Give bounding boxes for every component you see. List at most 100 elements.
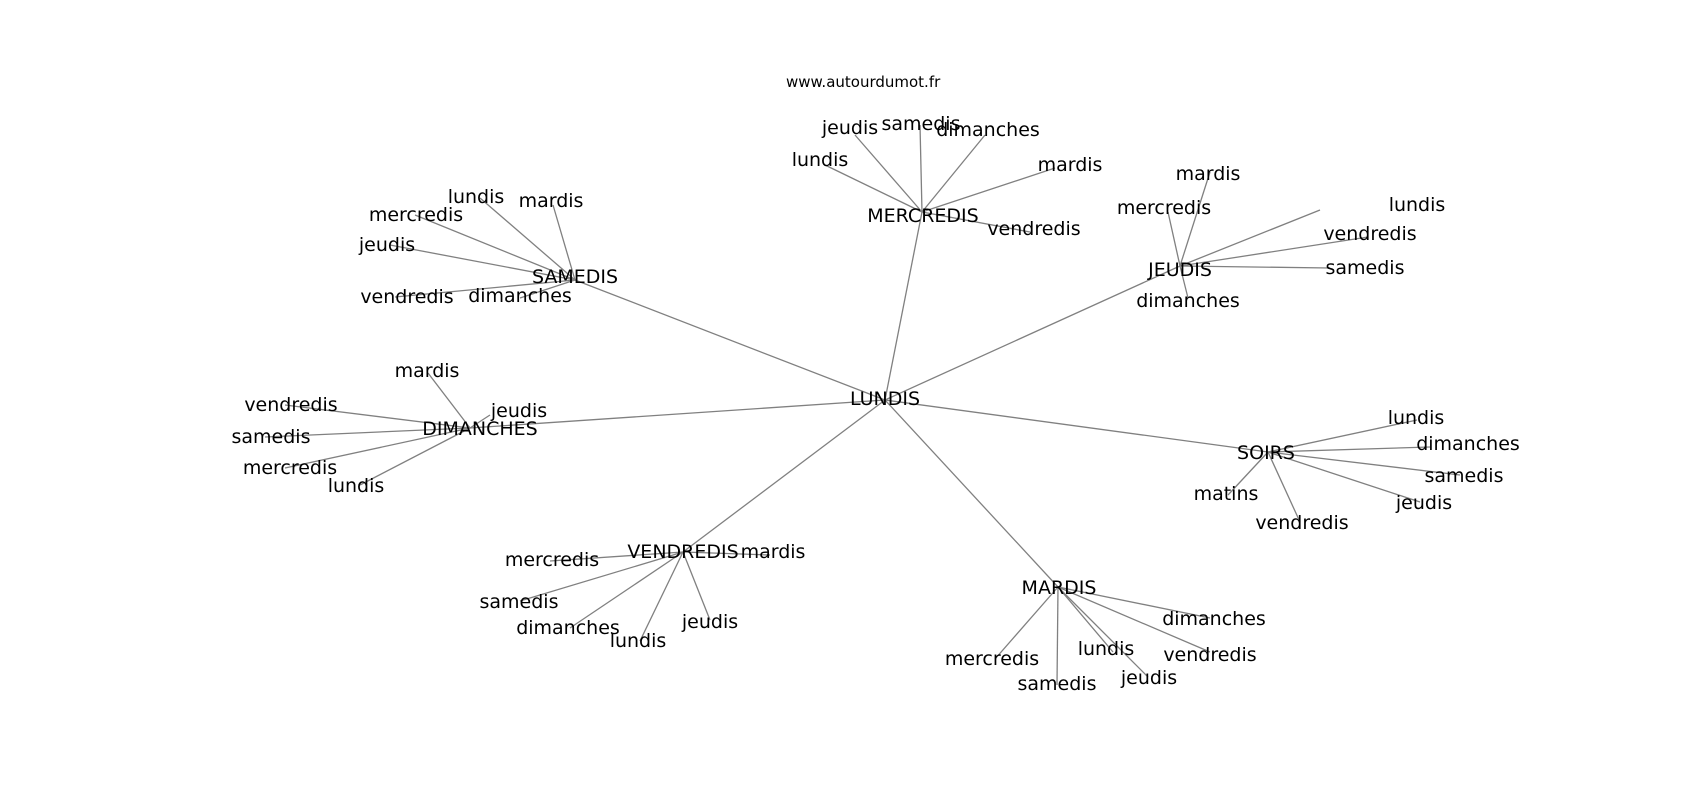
edge-vendredis-mercredis: [549, 551, 684, 562]
edge-dimanches-vendredis: [284, 404, 471, 429]
edge-soirs-samedis: [1267, 451, 1461, 476]
leaf-jeudis-mercredis: mercredis: [1117, 197, 1211, 219]
leaf-dimanches-mardis: mardis: [395, 360, 460, 382]
edge-samedis-dimanches: [519, 279, 576, 299]
leaf-mercredis-jeudis: jeudis: [821, 117, 878, 139]
edge-vendredis-samedis: [519, 551, 684, 602]
leaf-mardis-mercredis: mercredis: [945, 648, 1039, 670]
edge-vendredis-dimanches: [569, 551, 684, 629]
leaf-mardis-dimanches: dimanches: [1162, 608, 1266, 630]
edge-dimanches-samedis: [264, 427, 471, 438]
hub-vendredis: VENDREDIS: [627, 541, 738, 563]
leaf-dimanches-mercredis: mercredis: [243, 457, 337, 479]
leaf-mardis-samedis: samedis: [1018, 673, 1097, 695]
leaf-dimanches-lundis: lundis: [328, 475, 385, 497]
leaf-samedis-mardis: mardis: [519, 190, 584, 212]
leaf-vendredis-mardis: mardis: [741, 541, 806, 563]
edge-mardis-mercredis: [994, 586, 1059, 660]
edge-vendredis-lundis: [639, 551, 684, 642]
leaf-soirs-matins: matins: [1194, 483, 1259, 505]
leaf-vendredis-jeudis: jeudis: [681, 611, 738, 633]
leaf-vendredis-lundis: lundis: [610, 630, 667, 652]
hub-dimanches: DIMANCHES: [422, 418, 537, 440]
edge-dimanches-jeudis: [469, 414, 491, 429]
edge-vendredis-mardis: [682, 551, 771, 556]
leaf-samedis-lundis: lundis: [448, 186, 505, 208]
edge-dimanches-mardis: [427, 372, 471, 429]
edge-samedis-jeudis: [389, 244, 576, 281]
hub-mercredis: MERCREDIS: [867, 205, 978, 227]
edge-samedis-vendredis: [394, 279, 576, 298]
edges-layer: [264, 124, 1461, 686]
edge-center-dimanches: [469, 399, 886, 429]
leaf-vendredis-samedis: samedis: [480, 591, 559, 613]
leaf-samedis-jeudis: jeudis: [358, 234, 415, 256]
edge-jeudis-mercredis: [1167, 211, 1181, 267]
leaf-soirs-samedis: samedis: [1425, 465, 1504, 487]
leaf-soirs-vendredis: vendredis: [1255, 512, 1348, 534]
edge-mardis-jeudis: [1057, 586, 1149, 678]
leaf-mardis-lundis: lundis: [1078, 638, 1135, 660]
leaf-dimanches-vendredis: vendredis: [244, 394, 337, 416]
hub-samedis: SAMEDIS: [532, 266, 618, 288]
hub-jeudis: JEUDIS: [1147, 259, 1212, 281]
edge-mercredis-vendredis: [921, 211, 1031, 233]
leaf-vendredis-mercredis: mercredis: [505, 549, 599, 571]
edge-center-samedis: [574, 279, 886, 401]
leaf-mercredis-lundis: lundis: [792, 149, 849, 171]
leaf-samedis-dimanches: dimanches: [468, 285, 572, 307]
edge-center-vendredis: [682, 399, 886, 553]
edge-samedis-lundis: [479, 197, 576, 281]
edge-jeudis-samedis: [1179, 265, 1331, 269]
leaf-mardis-vendredis: vendredis: [1163, 644, 1256, 666]
leaf-jeudis-dimanches: dimanches: [1136, 290, 1240, 312]
center-node-lundis: LUNDIS: [850, 388, 920, 410]
leaf-samedis-vendredis: vendredis: [360, 286, 453, 308]
edge-dimanches-mercredis: [284, 427, 471, 469]
edge-dimanches-lundis: [359, 427, 471, 486]
leaf-dimanches-jeudis: jeudis: [490, 400, 547, 422]
leaf-vendredis-dimanches: dimanches: [516, 617, 620, 639]
edge-center-jeudis: [884, 265, 1181, 401]
edge-jeudis-vendredis: [1179, 236, 1369, 267]
edge-jeudis-lundis: [1179, 209, 1321, 267]
edge-jeudis-dimanches: [1179, 265, 1189, 299]
leaf-soirs-lundis: lundis: [1388, 407, 1445, 429]
edge-center-mardis: [884, 399, 1059, 588]
edge-mercredis-samedis: [919, 124, 923, 213]
leaf-mercredis-mardis: mardis: [1038, 154, 1103, 176]
leaf-mercredis-vendredis: vendredis: [987, 218, 1080, 240]
edge-mercredis-jeudis: [854, 134, 923, 213]
edge-mercredis-mardis: [921, 167, 1056, 213]
leaf-mardis-jeudis: jeudis: [1120, 667, 1177, 689]
leaf-jeudis-samedis: samedis: [1326, 257, 1405, 279]
edge-mardis-vendredis: [1057, 586, 1211, 653]
leaf-jeudis-lundis: lundis: [1389, 194, 1446, 216]
edge-samedis-mercredis: [414, 214, 576, 281]
edge-mardis-samedis: [1056, 586, 1059, 686]
leaf-soirs-dimanches: dimanches: [1416, 433, 1520, 455]
leaf-soirs-jeudis: jeudis: [1395, 492, 1452, 514]
leaf-mercredis-dimanches: dimanches: [936, 119, 1040, 141]
edge-jeudis-mardis: [1179, 171, 1211, 267]
edge-soirs-vendredis: [1267, 451, 1301, 523]
source-text: www.autourdumot.fr: [786, 73, 941, 91]
edge-mardis-dimanches: [1057, 586, 1211, 619]
edge-soirs-matins: [1227, 451, 1269, 496]
edge-mercredis-dimanches: [921, 134, 986, 213]
edge-center-mercredis: [884, 211, 923, 401]
edge-soirs-jeudis: [1267, 451, 1421, 503]
edge-vendredis-jeudis: [682, 551, 711, 621]
edge-mardis-lundis: [1057, 586, 1114, 653]
hub-soirs: SOIRS: [1237, 442, 1295, 464]
leaf-mercredis-samedis: samedis: [882, 113, 961, 135]
leaf-jeudis-mardis: mardis: [1176, 163, 1241, 185]
hub-mardis: MARDIS: [1022, 577, 1097, 599]
edge-soirs-dimanches: [1267, 446, 1431, 453]
leaf-jeudis-vendredis: vendredis: [1323, 223, 1416, 245]
leaf-dimanches-samedis: samedis: [232, 426, 311, 448]
edge-mercredis-lundis: [824, 164, 923, 213]
edge-center-soirs: [884, 399, 1269, 453]
